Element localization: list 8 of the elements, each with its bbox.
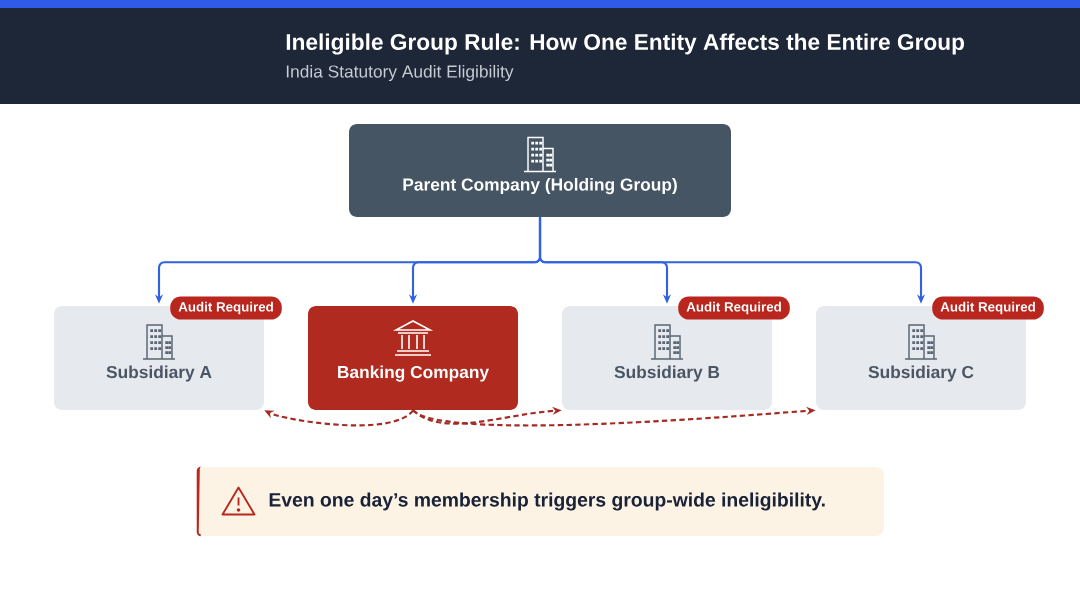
status-badge: Audit Required <box>678 296 790 320</box>
status-badge: Audit Required <box>170 296 282 320</box>
status-badge: Audit Required <box>932 296 1044 320</box>
subtitle: India Statutory Audit Eligibility <box>286 64 514 82</box>
bank-box: Banking Company <box>308 306 518 410</box>
parent-box: Parent Company (Holding Group) <box>349 124 731 217</box>
title: Ineligible Group Rule: How One Entity Affects the Entire Group <box>286 33 964 55</box>
callout-box: Even one day’s membership triggers group-wide ineligibility. <box>196 466 884 537</box>
